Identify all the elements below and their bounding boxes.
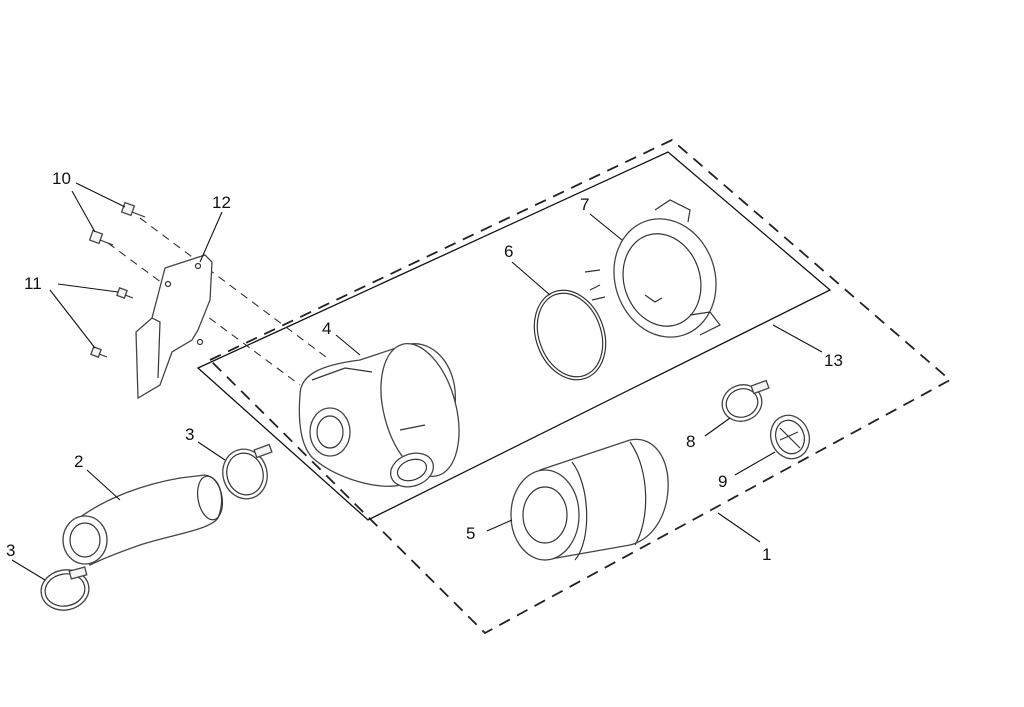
bolt-10b (88, 229, 114, 246)
mounting-bracket (135, 254, 213, 400)
subassembly-boundary-13 (196, 151, 832, 521)
bolt-11b (90, 346, 108, 358)
callout-3-left: 3 (6, 541, 15, 560)
callout-2: 2 (74, 452, 83, 471)
bolt-11a (116, 287, 134, 299)
bolt-10a (120, 201, 146, 218)
callout-11: 11 (24, 274, 42, 293)
filter-element (510, 438, 669, 561)
callout-1: 1 (762, 545, 771, 564)
hose-clamp-8 (721, 379, 770, 422)
cover-with-clamps (584, 199, 721, 338)
callout-5: 5 (466, 524, 475, 543)
callout-4: 4 (322, 319, 331, 338)
assembly-boundary-1 (208, 138, 952, 635)
hose-clamp-3-left (40, 566, 90, 611)
dust-valve (769, 414, 811, 460)
callout-6: 6 (504, 242, 513, 261)
callout-12: 12 (212, 193, 231, 212)
callout-10: 10 (52, 169, 71, 188)
callout-9: 9 (718, 472, 727, 491)
air-cleaner-housing (298, 343, 460, 488)
callout-8: 8 (686, 432, 695, 451)
alignment-line-1 (139, 217, 331, 361)
callout-3-right: 3 (185, 425, 194, 444)
hose-clamp-3-right (222, 443, 273, 500)
callout-7: 7 (580, 195, 589, 214)
leader-lines (11, 182, 823, 581)
callout-13: 13 (824, 351, 843, 370)
sealing-ring (533, 289, 607, 381)
intake-hose (62, 474, 224, 566)
